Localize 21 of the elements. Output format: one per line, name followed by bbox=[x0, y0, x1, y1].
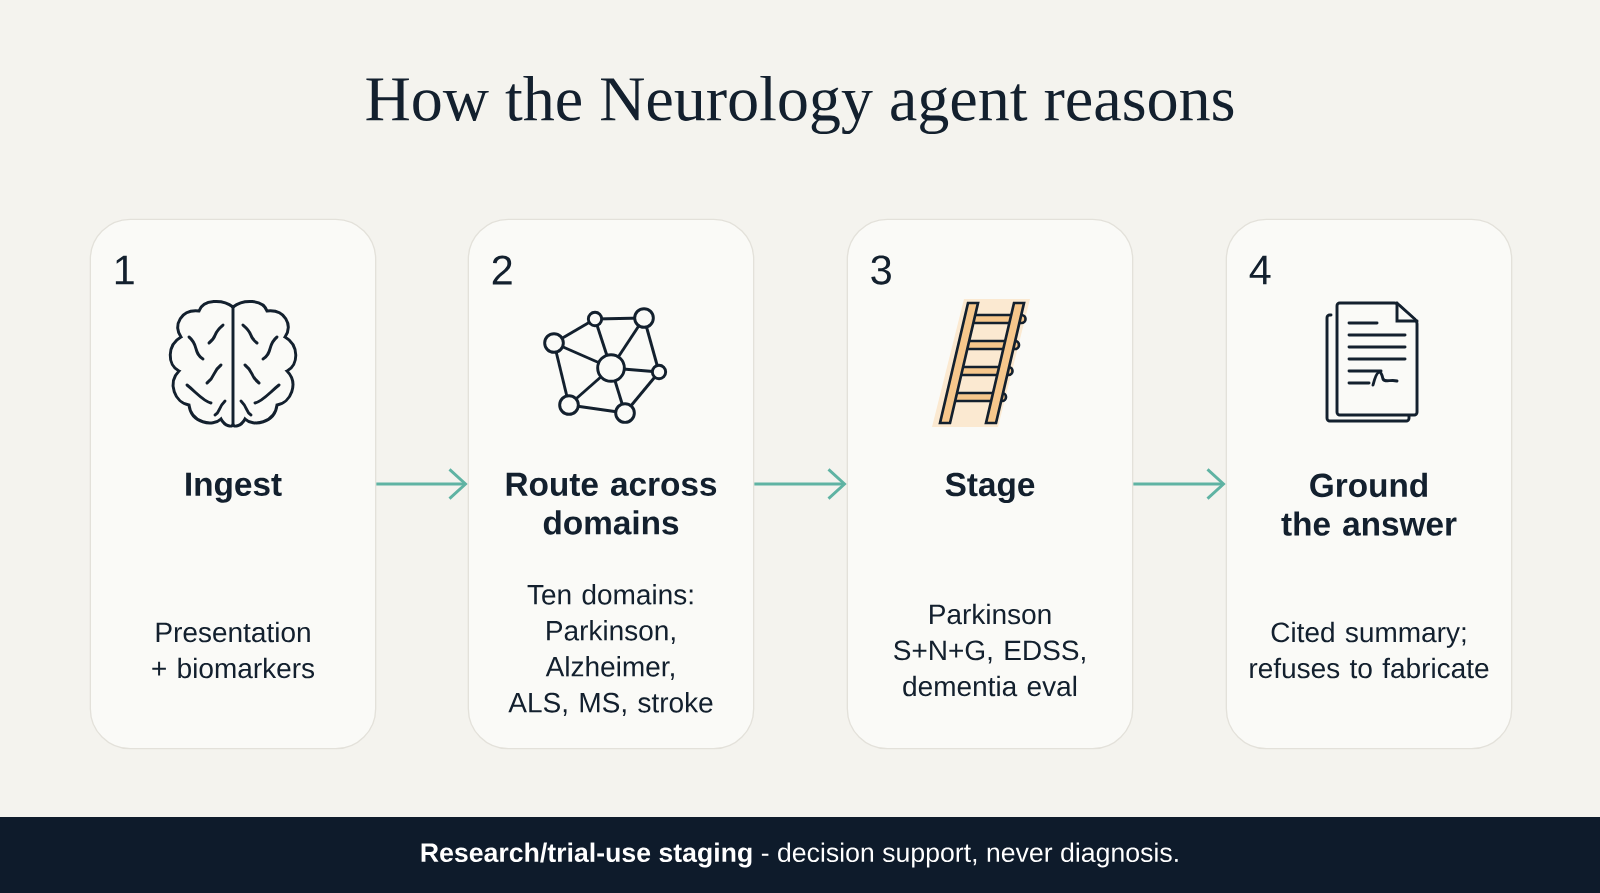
title: How the Neurology agent reasons bbox=[366, 75, 1234, 135]
step-number: 3 bbox=[871, 255, 891, 285]
footer-band: Research/trial-use staging - decision support, never diagnosis. bbox=[0, 817, 1600, 893]
arrow bbox=[754, 468, 847, 500]
step-description: Presentation + biomarkers bbox=[152, 621, 315, 679]
step-description: Ten domains: Parkinson, Alzheimer, ALS, MS, stroke bbox=[508, 584, 713, 716]
step-card bbox=[1225, 218, 1513, 750]
step-card bbox=[89, 218, 377, 750]
step-description: Parkinson S+N+G, EDSS, dementia eval bbox=[894, 603, 1085, 697]
step-number: 1 bbox=[115, 255, 134, 285]
step-heading: Ingest bbox=[186, 472, 282, 503]
step-number: 2 bbox=[492, 255, 512, 285]
step-number: 4 bbox=[1249, 255, 1271, 285]
step-card bbox=[467, 218, 755, 750]
arrow bbox=[376, 468, 468, 500]
step-card bbox=[846, 218, 1134, 750]
arrow bbox=[1133, 468, 1226, 500]
step-heading: Stage bbox=[945, 472, 1035, 504]
step-description: Cited summary; refuses to fabricate bbox=[1250, 621, 1489, 679]
step-heading: Route across domains bbox=[506, 472, 717, 535]
step-heading: Ground the answer bbox=[1281, 472, 1457, 536]
